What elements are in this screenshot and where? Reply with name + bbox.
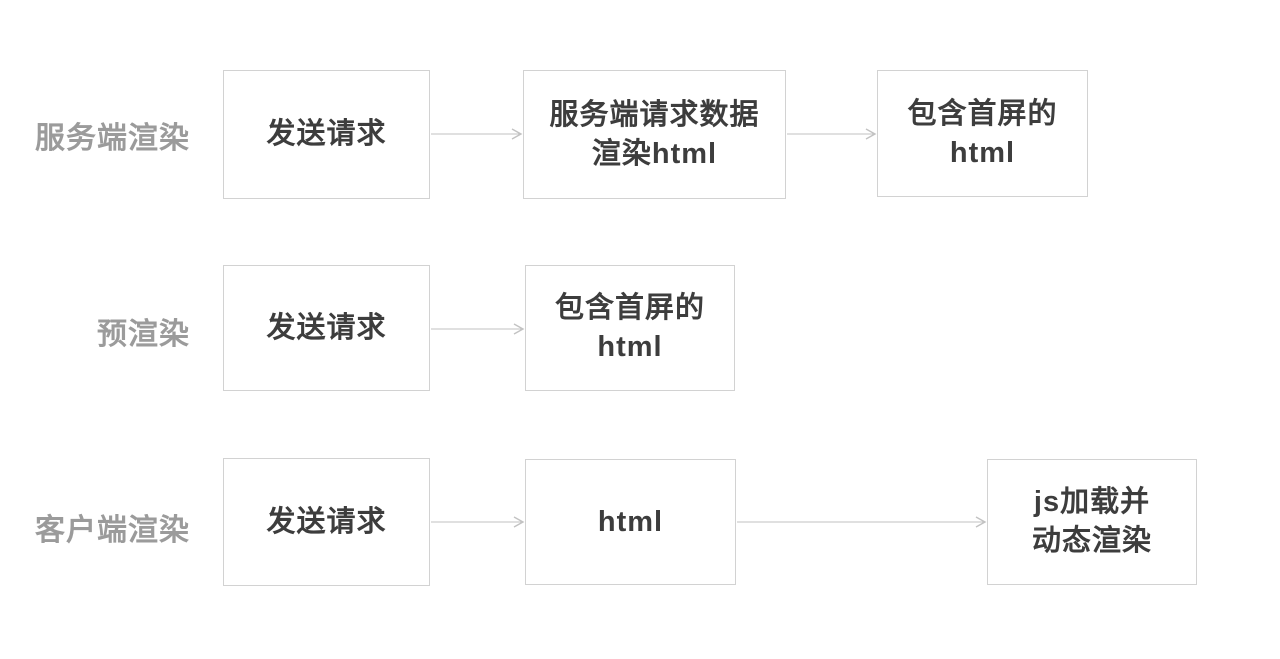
flow-box-send-request-row2: 发送请求 [223,265,430,391]
flow-box-send-request-row1: 发送请求 [223,70,430,199]
row-label-pre-rendering: 预渲染 [97,318,190,351]
flow-box-server-fetch-render-html: 服务端请求数据 渲染html [523,70,786,199]
flow-box-html-with-first-screen-row1: 包含首屏的 html [877,70,1088,197]
flow-box-js-load-dynamic-render: js加载并 动态渲染 [987,459,1197,585]
row-label-server-side-rendering: 服务端渲染 [35,122,190,155]
flow-box-html-row3: html [525,459,736,585]
row-label-client-side-rendering: 客户端渲染 [35,514,190,547]
flow-box-send-request-row3: 发送请求 [223,458,430,586]
flow-box-html-with-first-screen-row2: 包含首屏的 html [525,265,735,391]
